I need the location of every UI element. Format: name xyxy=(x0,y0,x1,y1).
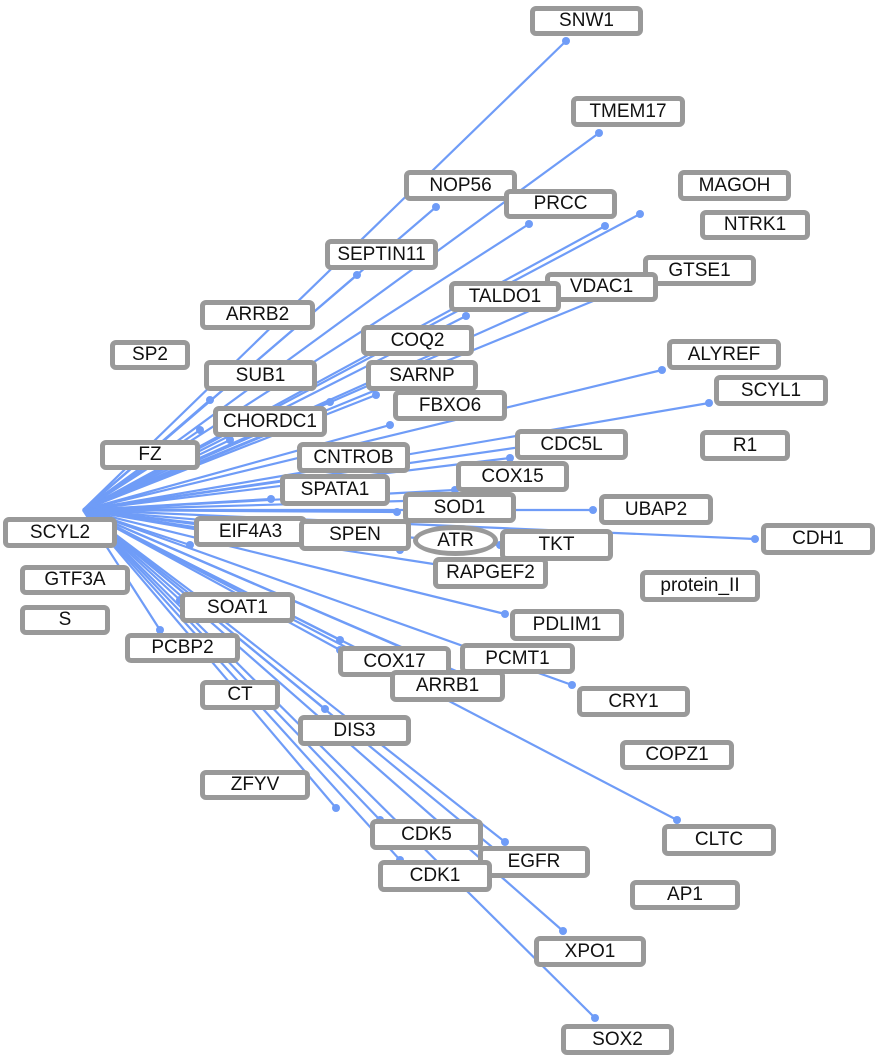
node-gtf3a[interactable]: GTF3A xyxy=(20,565,130,595)
edge-scyl2-cdh1 xyxy=(82,508,756,541)
edge-endpoint-spata1 xyxy=(267,495,275,503)
edge-scyl2-cntrob xyxy=(82,476,301,512)
node-spen[interactable]: SPEN xyxy=(299,519,411,551)
node-xpo1[interactable]: XPO1 xyxy=(534,936,646,967)
edge-endpoint-cltc xyxy=(673,816,681,824)
node-scyl2[interactable]: SCYL2 xyxy=(3,517,117,548)
node-soat1[interactable]: SOAT1 xyxy=(180,592,295,623)
node-scyl1[interactable]: SCYL1 xyxy=(714,375,828,406)
node-sarnp[interactable]: SARNP xyxy=(366,360,478,391)
node-cox15[interactable]: COX15 xyxy=(456,461,569,492)
node-chordc1[interactable]: CHORDC1 xyxy=(213,406,327,437)
edge-endpoint-alyref xyxy=(658,366,666,374)
edge-scyl2-sarnp xyxy=(82,393,377,512)
node-cltc[interactable]: CLTC xyxy=(662,824,776,856)
node-ubap2[interactable]: UBAP2 xyxy=(599,494,713,525)
node-tkt[interactable]: TKT xyxy=(500,529,613,561)
node-dis3[interactable]: DIS3 xyxy=(298,715,411,746)
node-s[interactable]: S xyxy=(20,605,110,635)
node-ntrk1[interactable]: NTRK1 xyxy=(700,210,810,240)
node-arrb2[interactable]: ARRB2 xyxy=(200,300,315,330)
node-fz[interactable]: FZ xyxy=(100,440,200,470)
edge-endpoint-cdh1 xyxy=(751,535,759,543)
edge-scyl2-chordc1 xyxy=(82,439,231,511)
node-cry1[interactable]: CRY1 xyxy=(577,686,690,717)
edge-endpoint-septin11 xyxy=(353,271,361,279)
edge-scyl2-snw1 xyxy=(82,40,567,511)
edge-endpoint-cdc5l xyxy=(506,454,514,462)
edge-endpoint-magoh xyxy=(636,210,644,218)
node-gtse1[interactable]: GTSE1 xyxy=(643,255,756,286)
edge-endpoint-ubap2 xyxy=(589,506,597,514)
node-protein-ii[interactable]: protein_II xyxy=(640,570,760,602)
node-prcc[interactable]: PRCC xyxy=(504,189,617,219)
edge-scyl2-ap1 xyxy=(82,509,521,871)
node-pdlim1[interactable]: PDLIM1 xyxy=(510,609,624,641)
edge-endpoint-nop56 xyxy=(432,203,440,211)
edge-endpoint-pcbp2 xyxy=(156,626,164,634)
node-cdk1[interactable]: CDK1 xyxy=(378,860,492,892)
node-sod1[interactable]: SOD1 xyxy=(403,492,516,523)
node-vdac1[interactable]: VDAC1 xyxy=(545,272,658,302)
node-alyref[interactable]: ALYREF xyxy=(667,339,781,370)
edge-scyl2-cdk5 xyxy=(82,509,381,821)
node-sub1[interactable]: SUB1 xyxy=(204,360,317,391)
node-rapgef2[interactable]: RAPGEF2 xyxy=(433,557,548,589)
node-sox2[interactable]: SOX2 xyxy=(561,1024,674,1055)
edge-endpoint-sarnp xyxy=(372,391,380,399)
node-ap1[interactable]: AP1 xyxy=(630,880,740,910)
edge-endpoint-fz xyxy=(196,426,204,434)
node-pcbp2[interactable]: PCBP2 xyxy=(125,633,240,663)
edge-endpoint-xpo1 xyxy=(559,927,567,935)
edge-endpoint-tmem17 xyxy=(595,129,603,137)
node-zfyv[interactable]: ZFYV xyxy=(200,770,310,800)
node-coq2[interactable]: COQ2 xyxy=(361,325,474,356)
node-arrb1[interactable]: ARRB1 xyxy=(390,670,505,702)
edge-endpoint-egfr xyxy=(501,838,509,846)
node-ct[interactable]: CT xyxy=(200,680,280,710)
node-nop56[interactable]: NOP56 xyxy=(404,170,517,201)
edge-endpoint-pdlim1 xyxy=(501,610,509,618)
edge-endpoint-prcc xyxy=(525,220,533,228)
node-taldo1[interactable]: TALDO1 xyxy=(449,281,561,312)
edge-endpoint-taldo1 xyxy=(462,312,470,320)
edge-endpoint-scyl1 xyxy=(705,399,713,407)
edge-endpoint-snw1 xyxy=(562,37,570,45)
edge-endpoint-sub1 xyxy=(206,396,214,404)
node-sp2[interactable]: SP2 xyxy=(110,340,190,370)
edge-scyl2-spata1 xyxy=(82,497,272,512)
node-egfr[interactable]: EGFR xyxy=(478,846,590,878)
edge-scyl2-sox2 xyxy=(82,509,596,1019)
edge-scyl2-fbxo6 xyxy=(82,423,391,512)
edge-scyl2-pdlim1 xyxy=(82,508,506,616)
edge-endpoint-fbxo6 xyxy=(386,421,394,429)
node-r1[interactable]: R1 xyxy=(700,430,790,461)
node-tmem17[interactable]: TMEM17 xyxy=(571,96,685,127)
node-cdh1[interactable]: CDH1 xyxy=(761,523,875,555)
node-pcmt1[interactable]: PCMT1 xyxy=(460,643,575,674)
edge-endpoint-chordc1 xyxy=(226,436,234,444)
node-atr[interactable]: ATR xyxy=(413,525,498,556)
edge-endpoint-sp2 xyxy=(326,398,334,406)
edge-scyl2-alyref xyxy=(82,368,663,512)
edge-endpoint-zfyv xyxy=(332,804,340,812)
node-spata1[interactable]: SPATA1 xyxy=(280,474,390,506)
node-magoh[interactable]: MAGOH xyxy=(678,170,791,201)
node-cdk5[interactable]: CDK5 xyxy=(370,819,483,850)
node-fbxo6[interactable]: FBXO6 xyxy=(393,390,507,421)
edge-endpoint-ntrk1 xyxy=(601,222,609,230)
edge-endpoint-sox2 xyxy=(591,1014,599,1022)
node-eif4a3[interactable]: EIF4A3 xyxy=(194,516,307,547)
node-snw1[interactable]: SNW1 xyxy=(530,6,643,36)
node-cdc5l[interactable]: CDC5L xyxy=(515,429,628,460)
node-copz1[interactable]: COPZ1 xyxy=(620,740,734,770)
edge-endpoint-cry1 xyxy=(568,681,576,689)
edge-scyl2-egfr xyxy=(82,509,506,843)
node-septin11[interactable]: SEPTIN11 xyxy=(325,239,438,270)
node-cntrob[interactable]: CNTROB xyxy=(297,442,410,473)
